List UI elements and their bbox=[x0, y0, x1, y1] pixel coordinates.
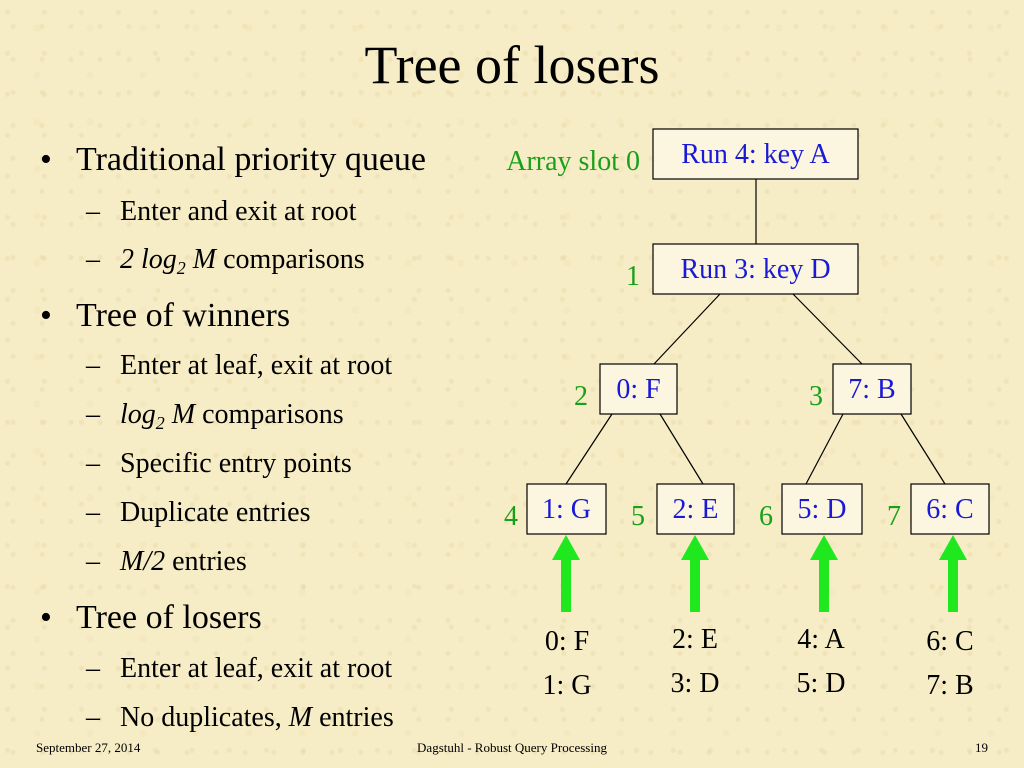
sub-bullet-text: Duplicate entries bbox=[120, 497, 311, 528]
tree-node-label: 5: D bbox=[798, 494, 847, 525]
tree-node-box bbox=[599, 363, 678, 415]
array-slot-label: 5 bbox=[631, 501, 645, 532]
footer-page-number: 19 bbox=[975, 740, 988, 755]
sub-bullet-text: Enter and exit at root bbox=[120, 196, 357, 227]
tree-node-box bbox=[832, 363, 912, 415]
footer-center: Dagstuhl - Robust Query Processing bbox=[417, 740, 607, 755]
sub-bullet-text: log2 M comparisons bbox=[120, 399, 344, 433]
tree-edge bbox=[653, 293, 721, 365]
sub-bullet-marker: – bbox=[86, 399, 100, 430]
tree-node: Run 4: key A Array slot 0 bbox=[506, 128, 859, 180]
array-slot-label: Array slot 0 bbox=[506, 146, 640, 177]
bullet-marker: • bbox=[40, 297, 52, 334]
tree-node-box bbox=[652, 128, 859, 180]
tree-node-label: 7: B bbox=[848, 374, 895, 405]
tree-node-label: Run 3: key D bbox=[680, 254, 830, 285]
tree-node: Run 3: key D 1 bbox=[626, 243, 859, 295]
tree-edge bbox=[792, 293, 863, 365]
run-entry: 3: D bbox=[671, 668, 720, 699]
array-slot-label: 6 bbox=[759, 501, 773, 532]
sub-bullet-text: No duplicates, M entries bbox=[120, 702, 394, 733]
bullet-text: Tree of losers bbox=[76, 599, 262, 636]
tree-node-box bbox=[526, 483, 607, 535]
tree-edge bbox=[659, 413, 704, 485]
sub-bullet-text: 2 log2 M comparisons bbox=[120, 244, 365, 278]
tree-node: 0: F 2 bbox=[574, 363, 678, 415]
sub-bullet-marker: – bbox=[86, 702, 100, 733]
run-entry: 4: A bbox=[797, 624, 845, 655]
tree-node-label: 0: F bbox=[616, 374, 660, 405]
sub-bullet-marker: – bbox=[86, 196, 100, 227]
sub-bullet-text: Enter at leaf, exit at root bbox=[120, 653, 393, 684]
run-entry: 2: E bbox=[672, 624, 718, 655]
run-entry: 1: G bbox=[543, 670, 592, 701]
input-arrow-icon bbox=[810, 535, 838, 612]
sub-bullet-text: Specific entry points bbox=[120, 448, 352, 479]
bullet-marker: • bbox=[40, 141, 52, 178]
run-entry: 5: D bbox=[797, 668, 846, 699]
run-entry: 7: B bbox=[926, 670, 973, 701]
input-arrow-icon bbox=[939, 535, 967, 612]
array-slot-label: 7 bbox=[887, 501, 901, 532]
array-slot-label: 1 bbox=[626, 261, 640, 292]
slide-title: Tree of losers bbox=[364, 35, 660, 95]
tree-edge bbox=[565, 413, 613, 485]
tree-node: 6: C 7 bbox=[887, 483, 990, 535]
bullet-marker: • bbox=[40, 599, 52, 636]
bullet-text: Traditional priority queue bbox=[76, 141, 427, 178]
run-entry: 6: C bbox=[926, 626, 973, 657]
array-slot-label: 3 bbox=[809, 381, 823, 412]
tree-node-label: 1: G bbox=[542, 494, 591, 525]
tree-node-label: Run 4: key A bbox=[681, 139, 830, 170]
sub-bullet-text: Enter at leaf, exit at root bbox=[120, 350, 393, 381]
run-input: 4: A 5: D bbox=[797, 624, 846, 699]
sub-bullet-marker: – bbox=[86, 448, 100, 479]
run-entry: 0: F bbox=[545, 626, 589, 657]
input-arrow-icon bbox=[552, 535, 580, 612]
sub-bullet-marker: – bbox=[86, 244, 100, 275]
array-slot-label: 2 bbox=[574, 381, 588, 412]
tree-node: 2: E 5 bbox=[631, 483, 735, 535]
sub-bullet-marker: – bbox=[86, 546, 100, 577]
footer-date: September 27, 2014 bbox=[36, 740, 141, 755]
run-input: 0: F 1: G bbox=[543, 626, 592, 701]
tree-edge bbox=[900, 413, 946, 485]
tree-node-label: 6: C bbox=[926, 494, 973, 525]
tree-node: 1: G 4 bbox=[504, 483, 607, 535]
bullet-text: Tree of winners bbox=[76, 297, 291, 334]
sub-bullet-marker: – bbox=[86, 653, 100, 684]
sub-bullet-marker: – bbox=[86, 350, 100, 381]
run-input: 2: E 3: D bbox=[671, 624, 720, 699]
tree-node-box bbox=[910, 483, 990, 535]
array-slot-label: 4 bbox=[504, 501, 518, 532]
sub-bullet-text: M/2 entries bbox=[120, 546, 247, 577]
tree-node: 7: B 3 bbox=[809, 363, 912, 415]
tree-edge bbox=[805, 413, 844, 485]
run-input: 6: C 7: B bbox=[926, 626, 973, 701]
tree-node: 5: D 6 bbox=[759, 483, 863, 535]
tree-node-label: 2: E bbox=[673, 494, 719, 525]
sub-bullet-marker: – bbox=[86, 497, 100, 528]
tree-node-box bbox=[652, 243, 859, 295]
tree-node-box bbox=[781, 483, 863, 535]
input-arrow-icon bbox=[681, 535, 709, 612]
tree-node-box bbox=[656, 483, 735, 535]
